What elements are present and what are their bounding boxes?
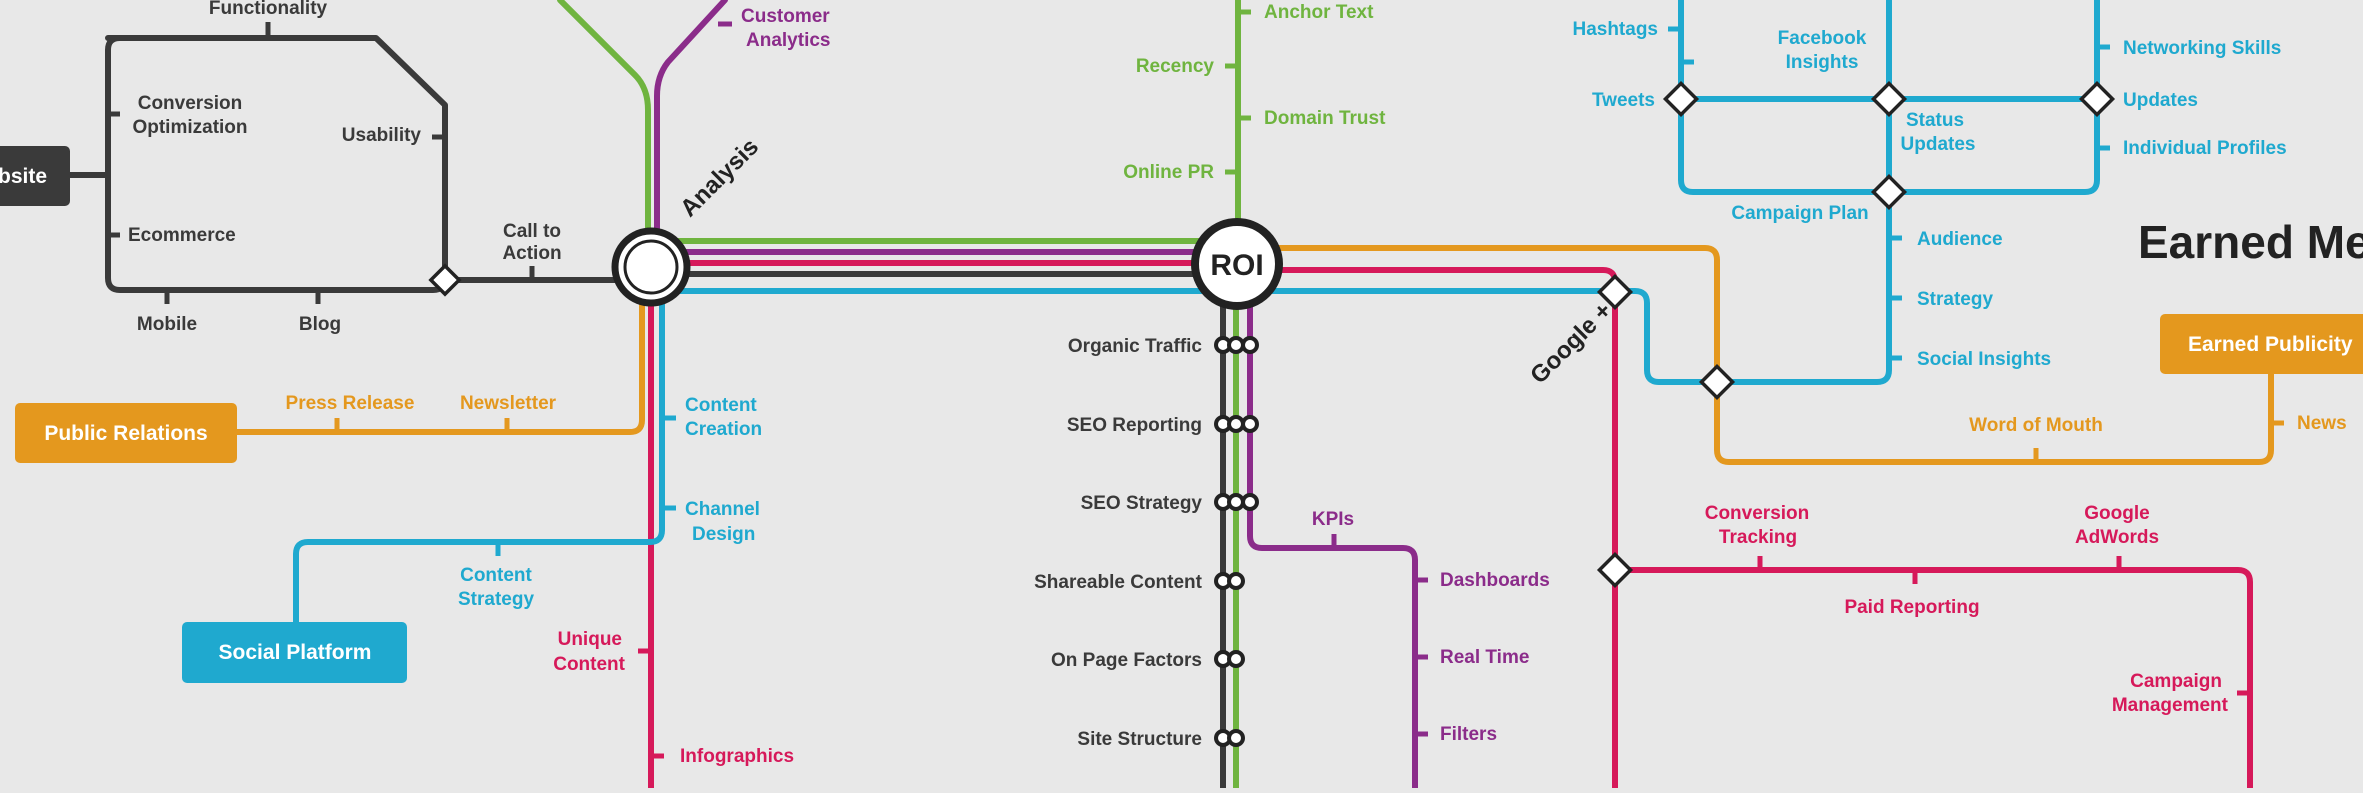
label-real-time: Real Time <box>1440 647 1529 668</box>
label-unique-content-1: Unique <box>558 629 622 650</box>
label-facebook-insights-2: Insights <box>1786 52 1859 73</box>
label-campaign-management-2: Management <box>2112 695 2229 716</box>
label-shareable-content: Shareable Content <box>1034 572 1203 593</box>
label-news: News <box>2297 413 2347 434</box>
diamond-paid <box>1596 551 1634 589</box>
purple-branch-line <box>654 0 728 253</box>
label-strategy: Strategy <box>1917 289 1993 310</box>
label-content-creation-1: Content <box>685 395 757 416</box>
label-content-strategy-1: Content <box>460 565 532 586</box>
label-customer-analytics-2: Analytics <box>746 30 830 51</box>
label-conversion-tracking-2: Tracking <box>1719 527 1797 548</box>
earned-publicity-label: Earned Publicity <box>2188 333 2353 356</box>
public-relations-label: Public Relations <box>44 422 207 445</box>
label-status-updates-2: Updates <box>1901 134 1976 155</box>
diamond-status <box>1870 80 1908 118</box>
label-tweets: Tweets <box>1592 90 1655 111</box>
earned-line <box>1267 245 2274 465</box>
diamond-tweets <box>1662 80 1700 118</box>
label-functionality: Functionality <box>209 0 328 19</box>
label-customer-analytics-1: Customer <box>741 6 830 27</box>
label-google-adwords-1: Google <box>2084 503 2149 524</box>
station-labels: Functionality Conversion Optimization Us… <box>128 0 2347 767</box>
label-seo-strategy: SEO Strategy <box>1081 493 1203 514</box>
label-anchor-text: Anchor Text <box>1264 2 1374 23</box>
label-dashboards: Dashboards <box>1440 570 1550 591</box>
pr-line <box>233 282 645 435</box>
analysis-hub[interactable] <box>611 227 691 307</box>
category-boxes: bsite Public Relations Social Platform E… <box>0 146 2363 683</box>
content-line <box>293 287 665 625</box>
station-ticks <box>108 9 2284 759</box>
label-newsletter: Newsletter <box>460 393 557 414</box>
social-grid-left-line <box>1678 0 1892 195</box>
interchange-stations <box>428 80 2116 747</box>
seo-rings <box>1214 336 1259 747</box>
diamond-campaign-plan <box>1870 173 1908 211</box>
website-loop-line <box>105 35 448 293</box>
label-facebook-insights-1: Facebook <box>1778 28 1867 49</box>
label-unique-content-2: Content <box>553 654 625 675</box>
label-individual-profiles: Individual Profiles <box>2123 138 2287 159</box>
label-usability: Usability <box>342 125 422 146</box>
label-online-pr: Online PR <box>1123 162 1214 183</box>
social-platform-box[interactable]: Social Platform <box>182 622 407 683</box>
label-content-creation-2: Creation <box>685 419 762 440</box>
label-conversion-optimization-1: Conversion <box>138 93 243 114</box>
diamond-stations <box>428 80 2116 589</box>
label-channel-design-2: Design <box>692 524 755 545</box>
social-line <box>1267 187 1892 385</box>
diamond-earned <box>1698 363 1736 401</box>
analysis-label: Analysis <box>675 133 764 222</box>
label-mobile: Mobile <box>137 314 197 335</box>
label-infographics: Infographics <box>680 746 794 767</box>
label-channel-design-1: Channel <box>685 499 760 520</box>
roi-hub[interactable] <box>1191 218 1283 310</box>
diamond-updates <box>2078 80 2116 118</box>
label-filters: Filters <box>1440 724 1497 745</box>
label-press-release: Press Release <box>286 393 415 414</box>
label-blog: Blog <box>299 314 341 335</box>
label-updates: Updates <box>2123 90 2198 111</box>
social-grid-right-line <box>1886 0 2100 195</box>
earned-media-heading: Earned Me <box>2138 216 2363 268</box>
label-networking-skills: Networking Skills <box>2123 38 2281 59</box>
label-hashtags: Hashtags <box>1572 19 1658 40</box>
label-word-of-mouth: Word of Mouth <box>1969 415 2103 436</box>
label-paid-reporting: Paid Reporting <box>1844 597 1979 618</box>
label-kpis: KPIs <box>1312 509 1354 530</box>
label-google-adwords-2: AdWords <box>2075 527 2159 548</box>
label-status-updates-1: Status <box>1906 110 1964 131</box>
label-audience: Audience <box>1917 229 2003 250</box>
label-organic-traffic: Organic Traffic <box>1068 336 1203 357</box>
social-platform-label: Social Platform <box>219 641 372 664</box>
label-seo-reporting: SEO Reporting <box>1067 415 1202 436</box>
label-site-structure: Site Structure <box>1077 729 1202 750</box>
label-campaign-plan: Campaign Plan <box>1731 203 1868 224</box>
roi-label: ROI <box>1210 249 1263 282</box>
label-domain-trust: Domain Trust <box>1264 108 1386 129</box>
label-conversion-tracking-1: Conversion <box>1705 503 1810 524</box>
label-social-insights: Social Insights <box>1917 349 2051 370</box>
label-call-to-action-2: Action <box>502 243 561 264</box>
label-recency: Recency <box>1136 56 1215 77</box>
paid-branch-line <box>1612 567 2253 791</box>
website-box-label: bsite <box>0 165 47 188</box>
label-campaign-management-1: Campaign <box>2130 671 2222 692</box>
google-plus-label: Google + <box>1525 297 1617 389</box>
label-ecommerce: Ecommerce <box>128 225 236 246</box>
label-content-strategy-2: Strategy <box>458 589 534 610</box>
diamond-google-plus <box>1596 273 1634 311</box>
green-branch-line <box>557 0 651 253</box>
label-on-page-factors: On Page Factors <box>1051 650 1202 671</box>
label-call-to-action-1: Call to <box>503 221 561 242</box>
website-box[interactable]: bsite <box>0 146 70 206</box>
diamond-website <box>428 263 462 297</box>
earned-publicity-box[interactable]: Earned Publicity <box>2160 314 2363 374</box>
public-relations-box[interactable]: Public Relations <box>15 403 237 463</box>
label-conversion-optimization-2: Optimization <box>132 117 247 138</box>
